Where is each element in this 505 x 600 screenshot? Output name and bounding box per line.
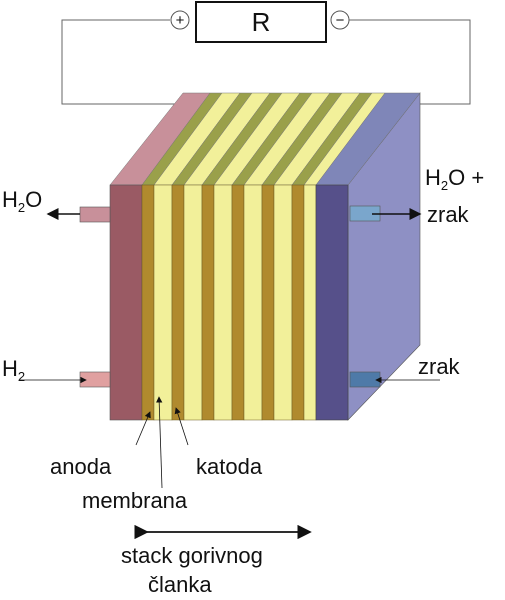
plus-terminal-sign: + (176, 12, 185, 29)
stack-front-layers (141, 184, 317, 421)
h2o-left-label: H2O (2, 187, 42, 215)
h2-inlet-port (79, 371, 111, 388)
zrak-top-label: zrak (427, 202, 470, 227)
anode-plate (109, 184, 143, 421)
stack-label-line2: članka (148, 572, 212, 597)
stack-label-line1: stack gorivnog (121, 543, 263, 568)
h2o-outlet-port (79, 206, 111, 223)
anoda-pointer (135, 411, 151, 446)
anoda-label: anoda (50, 454, 112, 479)
resistor: R + − (170, 1, 350, 43)
minus-terminal-icon (330, 10, 350, 30)
plus-terminal-icon (170, 10, 190, 30)
katoda-label: katoda (196, 454, 263, 479)
membrana-pointer (155, 396, 163, 489)
cathode-plate (315, 184, 349, 421)
resistor-label: R (252, 7, 271, 37)
h2-left-label: H2 (2, 356, 25, 384)
h2o-right-label: H2O + (425, 165, 484, 193)
minus-terminal-sign: − (336, 12, 345, 29)
membrana-label: membrana (82, 488, 188, 513)
katoda-pointer (174, 407, 189, 446)
resistor-box (195, 1, 327, 43)
air-inlet-port (349, 371, 381, 388)
zrak-bottom-label: zrak (418, 354, 461, 379)
flow-arrows (20, 208, 440, 540)
